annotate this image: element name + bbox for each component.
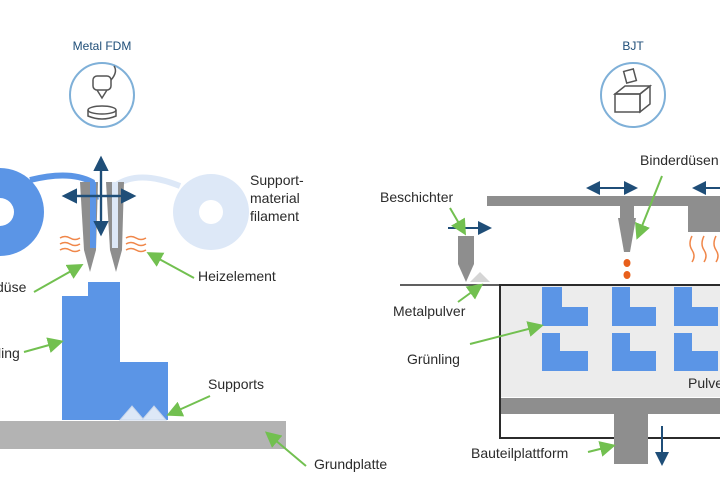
metal-powder-label: Metalpulver (393, 303, 466, 319)
curing-heater (688, 206, 720, 232)
support-material-label-line3: filament (250, 208, 299, 224)
extrusion-nozzles (80, 182, 124, 272)
build-plate-label: Grundplatte (314, 456, 387, 472)
recoater-pointer (449, 207, 467, 236)
powder-label: Pulve (688, 375, 720, 391)
green-part-bjt-pointer (469, 321, 544, 345)
green-part (62, 282, 168, 420)
metal-fdm-title: Metal FDM (73, 39, 132, 53)
support-material-label-line2: material (250, 190, 300, 206)
bjt-title: BJT (622, 39, 644, 53)
gantry-rail (487, 196, 720, 206)
build-plate (0, 421, 286, 449)
metal-powder-pointer (457, 283, 484, 303)
metal-fdm-panel: Metal FDM (0, 39, 387, 472)
recoater (458, 236, 490, 282)
part-filament-spool-icon (0, 168, 44, 256)
binder-droplets (623, 259, 631, 279)
support-material-label-line1: Support- (250, 172, 304, 188)
heizelement-pointer (146, 252, 195, 279)
heat-waves-right-icon (689, 235, 719, 263)
binder-nozzles-pointer (635, 175, 663, 240)
binder-nozzle (618, 206, 636, 252)
support-filament-spool-icon (173, 174, 249, 250)
build-platform-label: Bauteilplattform (471, 445, 568, 461)
xyz-movement-arrow-icon (61, 155, 137, 237)
green-part-bjt-label: Grünling (407, 351, 460, 367)
binder-jetting-icon (600, 62, 666, 128)
recoater-label: Beschichter (380, 189, 453, 205)
nozzle-pointer (33, 264, 84, 293)
green-part-label: ling (0, 345, 20, 361)
build-platform-pointer (587, 441, 616, 457)
platform-piston (614, 414, 648, 464)
supports-pointer (166, 395, 211, 417)
heizelement-label: Heizelement (198, 268, 276, 284)
supports (118, 405, 168, 421)
green-part-pointer (23, 337, 64, 353)
nozzle-label: düse (0, 279, 27, 295)
build-plate-pointer (264, 431, 307, 467)
binder-nozzles-label: Binderdüsen (640, 152, 719, 168)
heat-waves-icon (59, 235, 147, 253)
green-parts (542, 287, 718, 371)
part-filament-line (29, 172, 99, 201)
bjt-panel: BJT (380, 39, 720, 466)
fdm-printer-icon (69, 62, 135, 128)
build-platform (501, 398, 720, 414)
supports-label: Supports (208, 376, 264, 392)
